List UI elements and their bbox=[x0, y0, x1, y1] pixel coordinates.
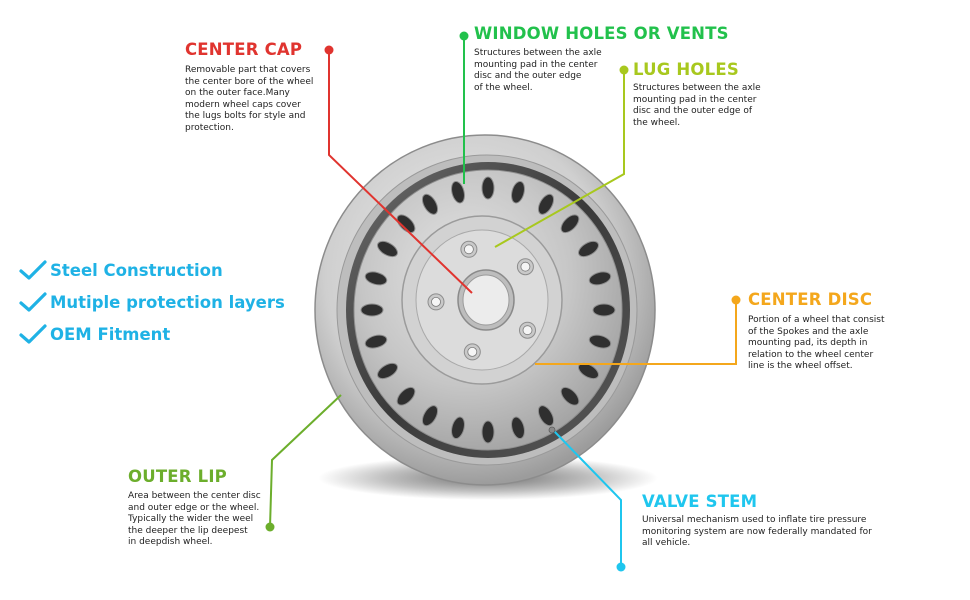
window-vent bbox=[481, 176, 495, 200]
window-holes-title: WINDOW HOLES OR VENTS bbox=[474, 24, 729, 43]
lug-holes-description: Structures between the axle mounting pad… bbox=[633, 83, 761, 128]
window-vent bbox=[588, 334, 612, 349]
center-bore bbox=[462, 274, 510, 326]
center-disc-leader bbox=[535, 300, 737, 365]
outer-lip-callout: OUTER LIP Area between the center disc a… bbox=[128, 467, 261, 549]
lug-hole bbox=[467, 346, 478, 357]
outer-lip-leader bbox=[269, 394, 342, 528]
window-vent bbox=[451, 180, 465, 204]
window-vent bbox=[364, 271, 388, 286]
lug-holes-leader bbox=[494, 70, 625, 248]
checkmark-icon bbox=[19, 260, 47, 280]
window-vents bbox=[360, 176, 616, 444]
outer-lip-dot bbox=[265, 522, 275, 532]
window-vent bbox=[578, 362, 599, 380]
window-vent bbox=[578, 240, 599, 258]
window-vent bbox=[360, 303, 384, 317]
window-vent bbox=[560, 214, 580, 234]
feature-list: Steel Construction Mutiple protection la… bbox=[18, 254, 285, 350]
center-disc-callout: CENTER DISC Portion of a wheel that cons… bbox=[748, 290, 885, 373]
window-vent bbox=[377, 362, 398, 380]
feature-item: Steel Construction bbox=[18, 254, 285, 286]
valve-stem-title: VALVE STEM bbox=[642, 492, 758, 511]
lug-hole bbox=[520, 261, 531, 272]
valve-stem-leader bbox=[552, 429, 622, 567]
lug-holes bbox=[427, 240, 536, 361]
lug-holes-title: LUG HOLES bbox=[633, 60, 739, 79]
lug-hole bbox=[522, 325, 533, 336]
window-vent bbox=[511, 416, 525, 440]
window-vent bbox=[560, 386, 580, 406]
center-disc-dot bbox=[731, 295, 741, 305]
window-vent bbox=[364, 334, 388, 349]
window-vent bbox=[421, 193, 439, 215]
window-vent bbox=[592, 303, 616, 317]
feature-label: Mutiple protection layers bbox=[50, 292, 285, 312]
window-vent bbox=[451, 416, 465, 440]
window-vent bbox=[511, 180, 525, 204]
lug-holes-callout: LUG HOLES Structures between the axle mo… bbox=[633, 60, 761, 129]
valve-stem-description: Universal mechanism used to inflate tire… bbox=[642, 515, 872, 549]
feature-item: Mutiple protection layers bbox=[18, 286, 285, 318]
center-disc-title: CENTER DISC bbox=[748, 290, 873, 309]
checkmark-icon bbox=[19, 292, 47, 312]
window-vent bbox=[537, 405, 555, 427]
window-holes-callout: WINDOW HOLES OR VENTS Structures between… bbox=[474, 24, 729, 94]
checkmark-icon bbox=[19, 324, 47, 344]
outer-lip-description: Area between the center disc and outer e… bbox=[128, 491, 261, 548]
lug-holes-dot bbox=[619, 65, 629, 75]
lug-hole bbox=[463, 244, 474, 255]
feature-label: OEM Fitment bbox=[50, 324, 171, 344]
center-disc-description: Portion of a wheel that consist of the S… bbox=[748, 315, 885, 372]
window-holes-description: Structures between the axle mounting pad… bbox=[474, 48, 602, 93]
center-cap-dot bbox=[324, 45, 334, 55]
window-vent bbox=[377, 240, 398, 258]
window-holes-dot bbox=[459, 31, 469, 41]
window-vent bbox=[481, 420, 495, 444]
outer-lip-title: OUTER LIP bbox=[128, 467, 227, 486]
center-cap-leader bbox=[328, 50, 473, 294]
window-vent bbox=[396, 214, 416, 234]
window-vent bbox=[421, 405, 439, 427]
center-cap-callout: CENTER CAP Removable part that covers th… bbox=[185, 40, 313, 135]
feature-label: Steel Construction bbox=[50, 260, 223, 280]
center-cap-title: CENTER CAP bbox=[185, 40, 303, 59]
valve-stem bbox=[548, 426, 556, 434]
center-cap-description: Removable part that covers the center bo… bbox=[185, 65, 314, 133]
window-vent bbox=[396, 386, 416, 406]
valve-stem-callout: VALVE STEM Universal mechanism used to i… bbox=[642, 492, 872, 550]
window-vent bbox=[537, 193, 555, 215]
valve-stem-dot bbox=[616, 562, 626, 572]
lug-hole bbox=[431, 296, 441, 307]
window-vent bbox=[588, 271, 612, 286]
feature-item: OEM Fitment bbox=[18, 318, 285, 350]
